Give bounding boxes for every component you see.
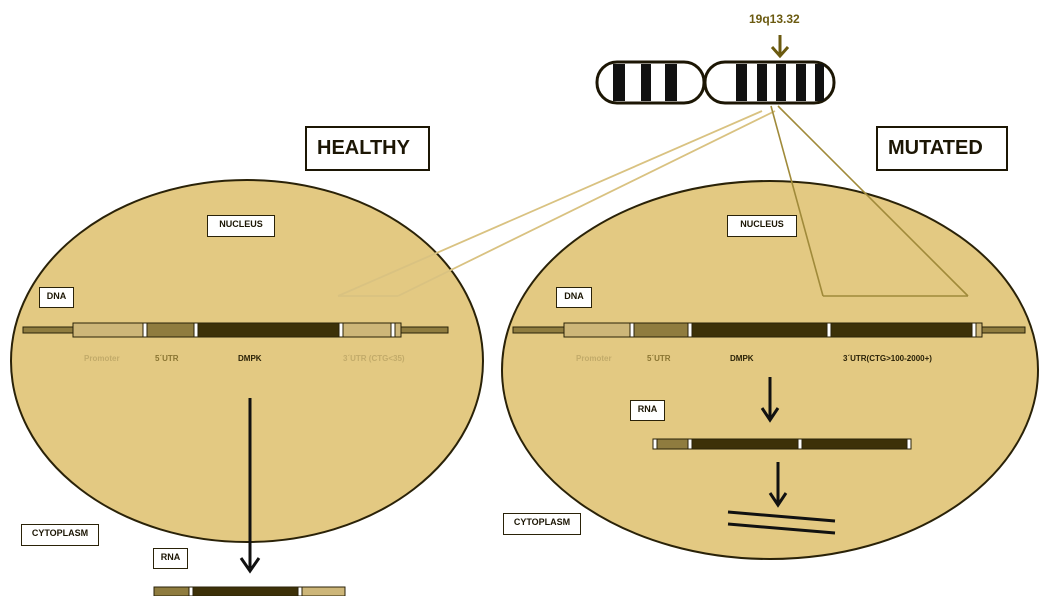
mutated-cytoplasm-label: CYTOPLASM xyxy=(503,513,581,535)
healthy-dna xyxy=(22,322,449,338)
healthy-cytoplasm-label: CYTOPLASM xyxy=(21,524,99,546)
locus-label: 19q13.32 xyxy=(749,12,800,26)
healthy-gene-label: DMPK xyxy=(238,354,262,363)
healthy-title: HEALTHY xyxy=(305,126,430,171)
healthy-export-arrow xyxy=(239,398,261,574)
healthy-cell xyxy=(10,179,484,543)
healthy-rna xyxy=(153,586,346,596)
healthy-utr5-label: 5´UTR xyxy=(155,354,179,363)
healthy-utr3-label: 3´UTR (CTG<35) xyxy=(343,354,405,363)
healthy-zoom-lines xyxy=(337,110,776,297)
chromosome-arm-q xyxy=(703,60,836,105)
mutated-nucleus-label: NUCLEUS xyxy=(727,215,797,237)
mutated-cell xyxy=(501,180,1039,560)
mutated-gene-label: DMPK xyxy=(730,354,754,363)
healthy-nucleus-label: NUCLEUS xyxy=(207,215,275,237)
mutated-zoom-lines xyxy=(770,105,969,297)
mutated-rna xyxy=(652,438,912,450)
healthy-promoter-label: Promoter xyxy=(84,354,120,363)
block-marks xyxy=(727,510,836,535)
chromosome xyxy=(595,60,836,105)
mutated-utr3-label: 3´UTR(CTG>100-2000+) xyxy=(843,354,932,363)
mutated-blocked-arrow xyxy=(768,462,788,508)
mutated-dna xyxy=(512,322,1026,338)
mutated-rna-label: RNA xyxy=(630,400,665,421)
mutated-transcription-arrow xyxy=(760,377,780,423)
mutated-utr5-label: 5´UTR xyxy=(647,354,671,363)
mutated-dna-label: DNA xyxy=(556,287,592,308)
healthy-dna-label: DNA xyxy=(39,287,74,308)
locus-arrow xyxy=(770,35,790,59)
mutated-title: MUTATED xyxy=(876,126,1008,171)
healthy-rna-label: RNA xyxy=(153,548,188,569)
mutated-promoter-label: Promoter xyxy=(576,354,612,363)
